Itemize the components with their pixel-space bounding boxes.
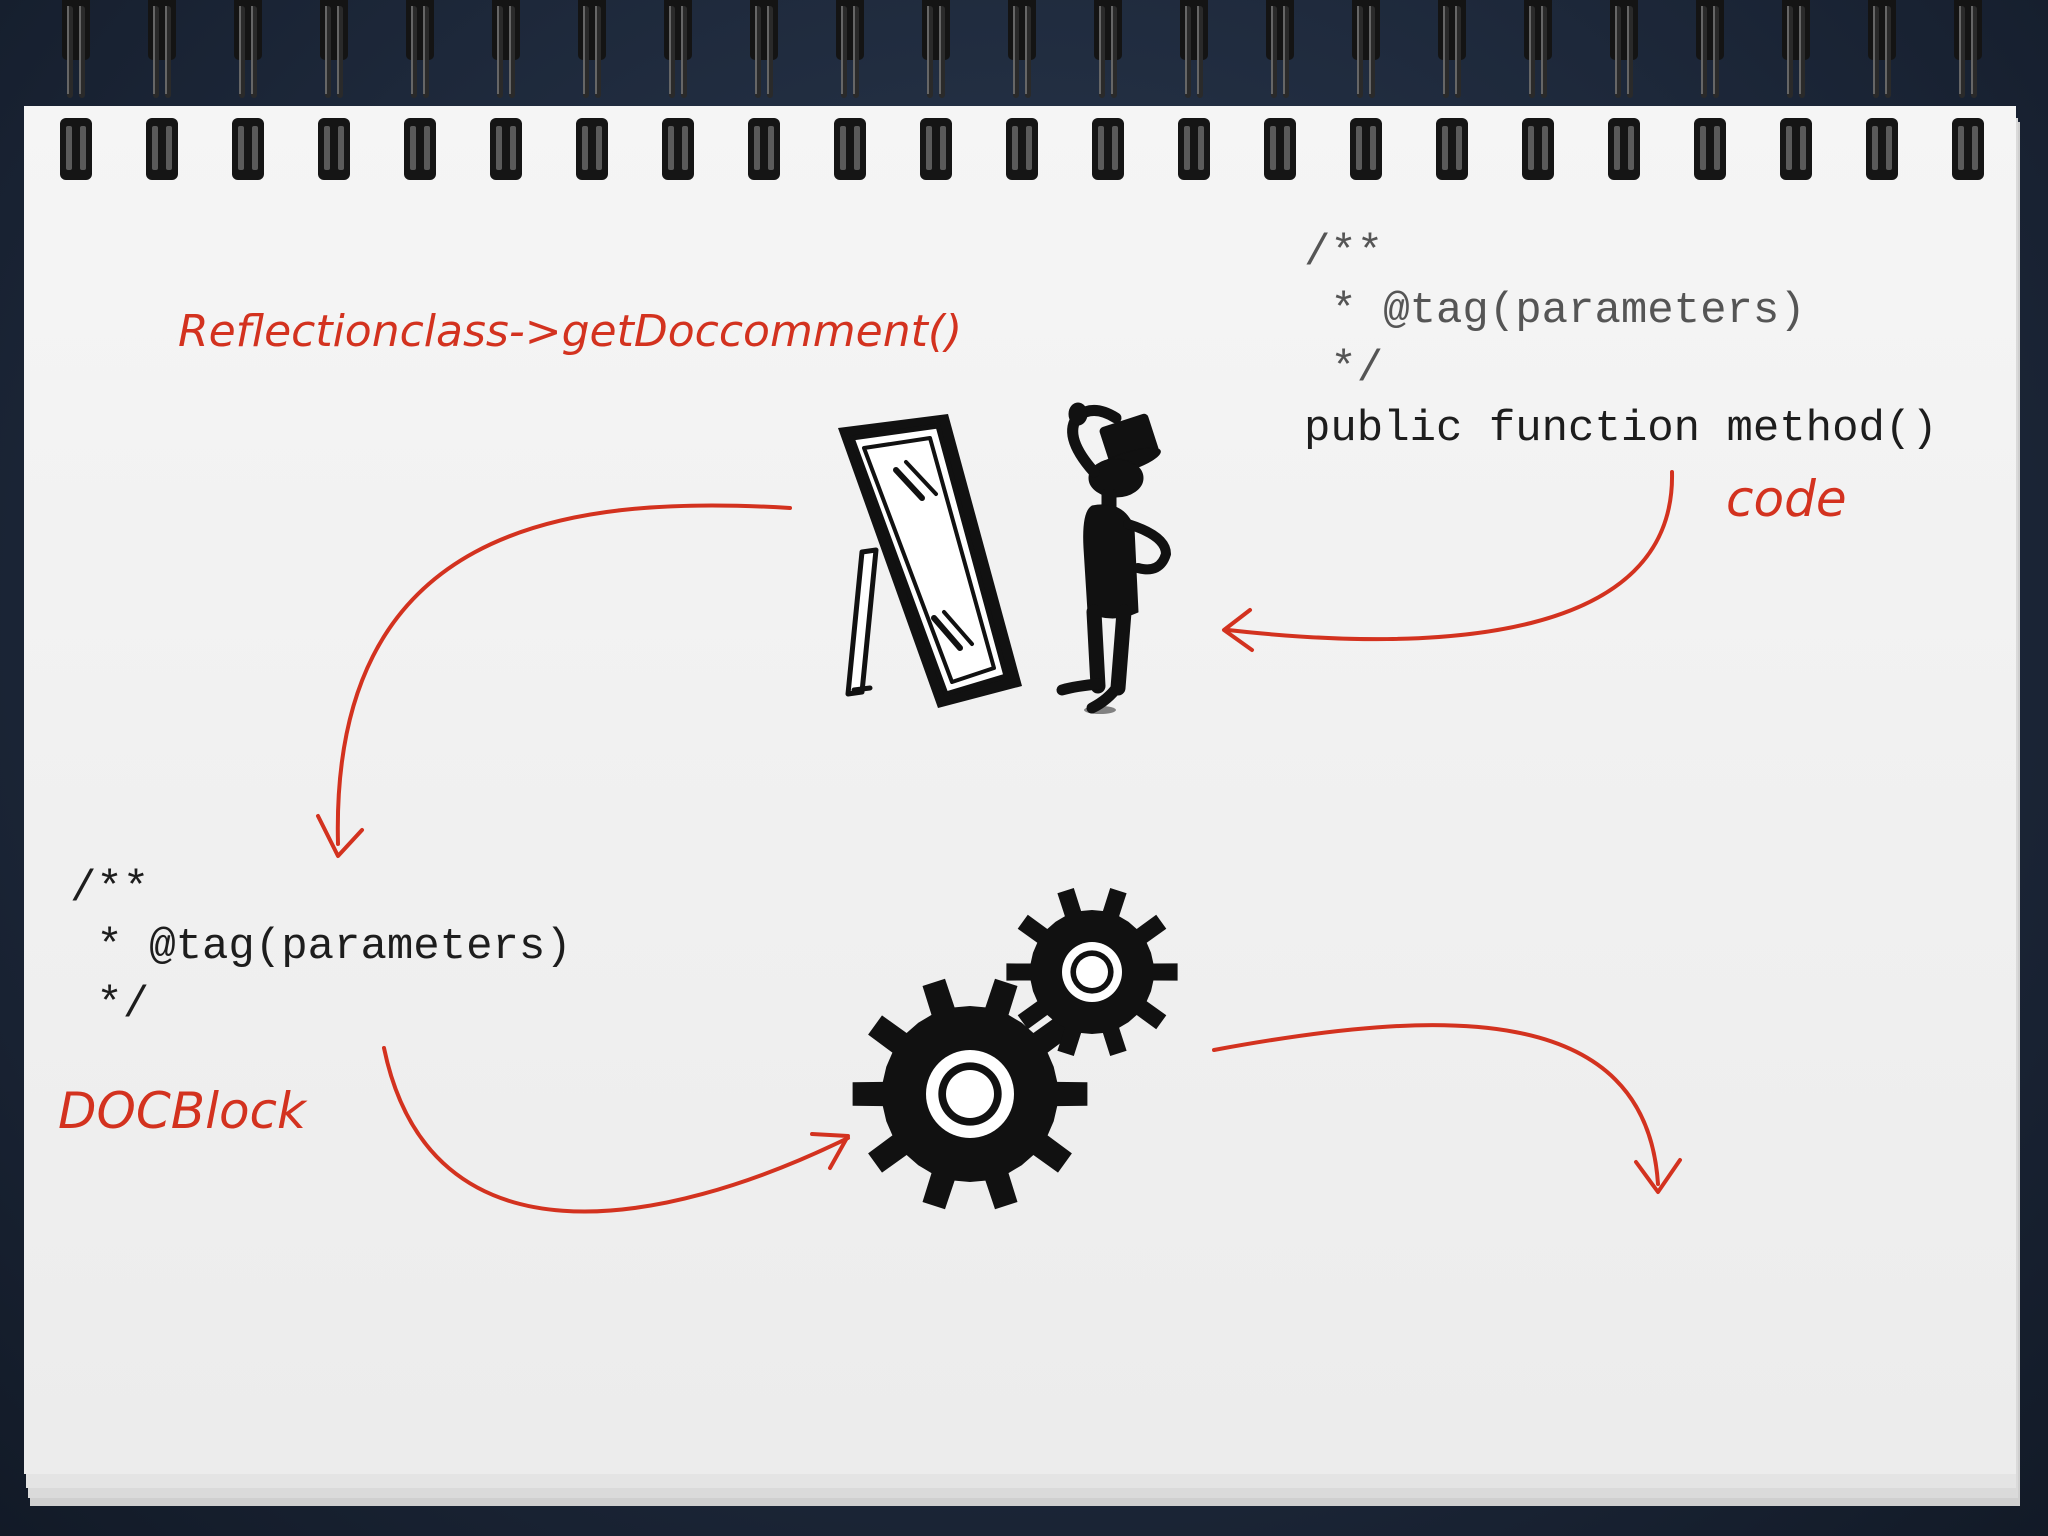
arrow-docblock-to-gears xyxy=(382,1046,850,1214)
code-signature: public function method() xyxy=(1304,400,1938,458)
code-line: /** xyxy=(1304,228,1384,278)
arrow-gears-out xyxy=(1212,1023,1660,1186)
spiral-ring xyxy=(232,0,264,180)
spiral-ring xyxy=(1608,0,1640,180)
spiral-ring xyxy=(1436,0,1468,180)
docblock-line: * @tag(parameters) xyxy=(70,922,572,972)
docblock-comment: /** * @tag(parameters) */ xyxy=(70,860,572,1034)
code-line: * @tag(parameters) xyxy=(1304,286,1806,336)
spiral-binding xyxy=(60,0,1984,180)
reflection-call-text: Reflectionclass->getDoccomment() xyxy=(178,306,963,357)
spiral-ring xyxy=(1866,0,1898,180)
spiral-ring xyxy=(1952,0,1984,180)
arrow-gears-out-head xyxy=(1634,1158,1682,1194)
arrow-code-to-man xyxy=(1226,470,1675,642)
notebook-paper xyxy=(24,106,2016,1474)
arrow-code-to-man-head xyxy=(1222,608,1254,652)
spiral-ring xyxy=(1092,0,1124,180)
arrows xyxy=(316,470,1682,1214)
code-line: */ xyxy=(1304,344,1384,394)
spiral-ring xyxy=(318,0,350,180)
pondering-man-icon xyxy=(1056,402,1171,714)
spiral-ring xyxy=(404,0,436,180)
spiral-ring xyxy=(920,0,952,180)
spiral-ring xyxy=(146,0,178,180)
code-comment-block: /** * @tag(parameters) */ xyxy=(1304,224,1806,398)
arrow-docblock-to-gears-head xyxy=(810,1132,850,1170)
spiral-ring xyxy=(1264,0,1296,180)
spiral-ring xyxy=(1178,0,1210,180)
spiral-ring xyxy=(1350,0,1382,180)
spiral-ring xyxy=(576,0,608,180)
arrow-mirror-to-docblock xyxy=(335,503,792,846)
code-line: public function method() xyxy=(1304,404,1938,454)
spiral-ring xyxy=(1006,0,1038,180)
spiral-ring xyxy=(1522,0,1554,180)
spiral-ring xyxy=(748,0,780,180)
spiral-ring xyxy=(1780,0,1812,180)
arrow-mirror-to-docblock-head xyxy=(316,814,364,858)
spiral-ring xyxy=(60,0,92,180)
gears-icon xyxy=(852,888,1178,1210)
spiral-ring xyxy=(662,0,694,180)
spiral-ring xyxy=(1694,0,1726,180)
docblock-line: /** xyxy=(70,864,150,914)
spiral-ring xyxy=(834,0,866,180)
docblock-label: DOCBlock xyxy=(58,1082,306,1140)
mirror-icon xyxy=(838,414,1022,708)
docblock-line: */ xyxy=(70,980,150,1030)
code-label: code xyxy=(1726,470,1847,528)
spiral-ring xyxy=(490,0,522,180)
